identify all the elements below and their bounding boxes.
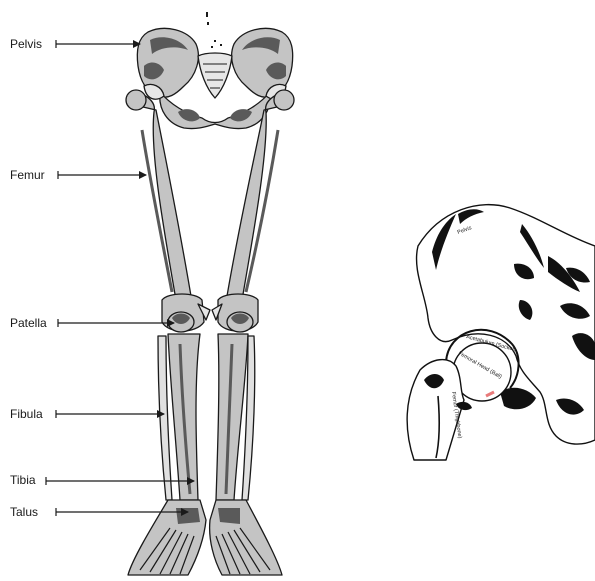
leg-skeleton: [126, 12, 294, 575]
right-lower-leg: [216, 334, 255, 500]
hip-joint-diagram: [407, 205, 595, 460]
label-fibula: Fibula: [10, 407, 43, 421]
label-pelvis: Pelvis: [10, 37, 42, 51]
pelvis-bone: [137, 28, 292, 128]
left-knee: [162, 294, 210, 332]
leg-labels: Pelvis Femur Patella Fibula Tibia Talus: [10, 37, 47, 519]
debris-marks: [206, 12, 222, 48]
label-tibia: Tibia: [10, 473, 36, 487]
label-talus: Talus: [10, 505, 38, 519]
left-foot: [128, 500, 206, 575]
label-patella: Patella: [10, 316, 47, 330]
right-knee: [212, 294, 258, 332]
left-lower-leg: [158, 334, 200, 500]
right-foot: [210, 500, 282, 575]
label-femur: Femur: [10, 168, 45, 182]
